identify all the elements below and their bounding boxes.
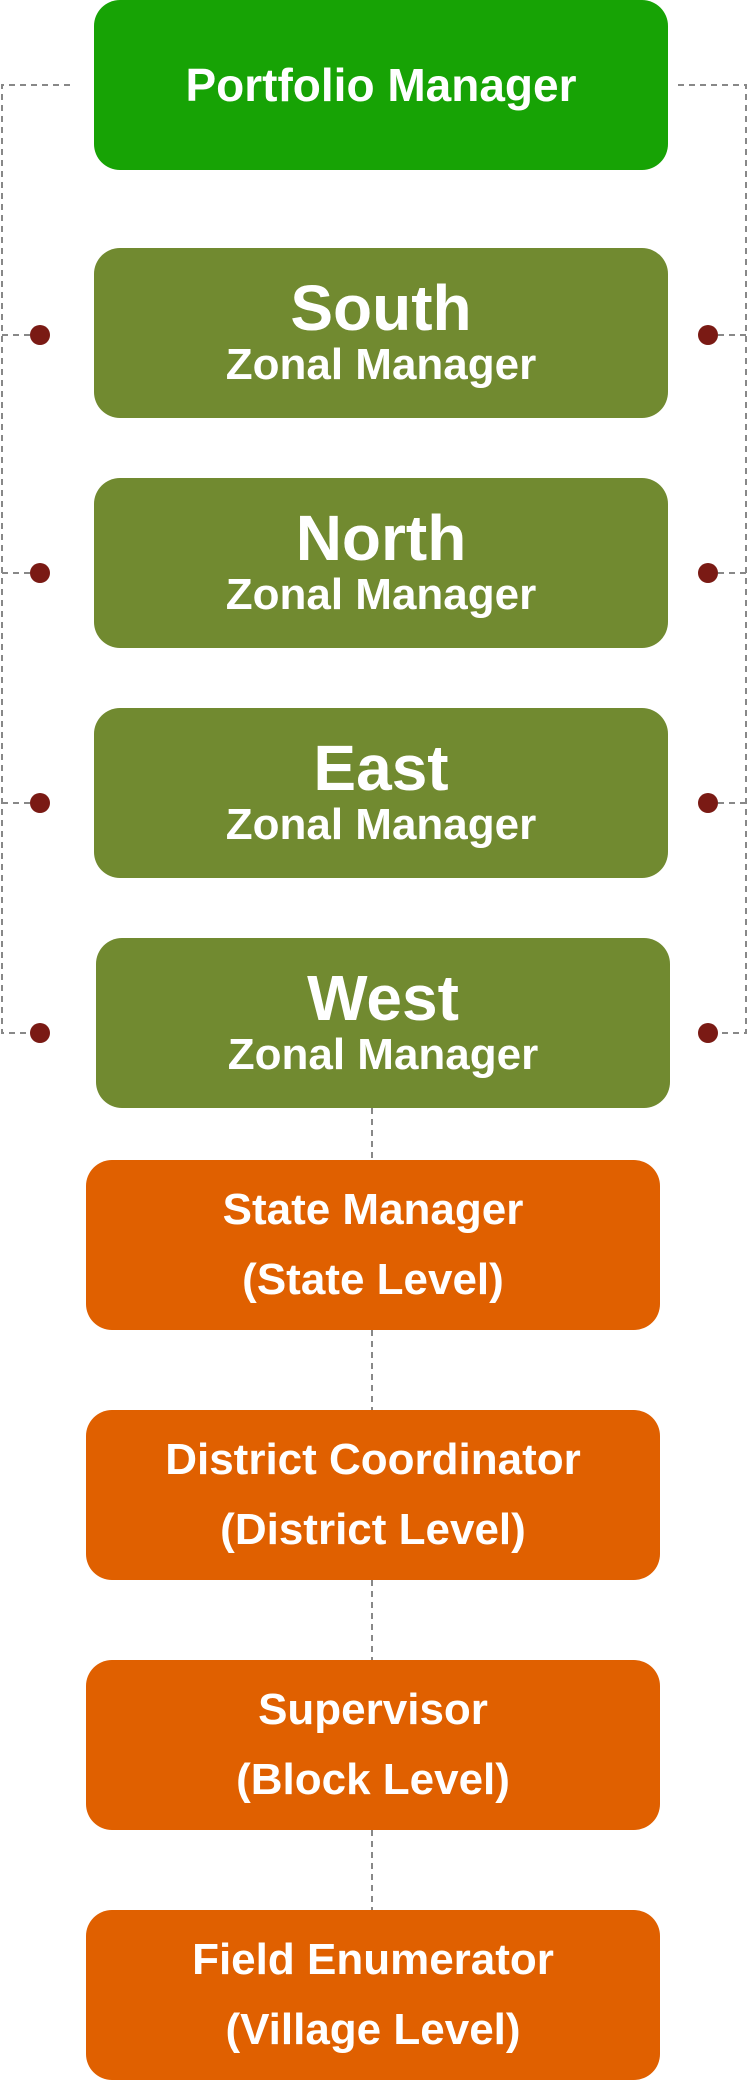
right-dot [698, 1023, 718, 1043]
right-dot [698, 793, 718, 813]
level-title: District Coordinator [165, 1435, 581, 1485]
level-box-village: Field Enumerator (Village Level) [86, 1910, 660, 2080]
zone-region-label: West [307, 961, 459, 1034]
zone-role-label: Zonal Manager [225, 799, 537, 849]
level-title: State Manager [222, 1185, 524, 1235]
level-scope: (Block Level) [236, 1755, 510, 1804]
zone-role-label: Zonal Manager [225, 569, 537, 619]
right-bracket-line [678, 84, 747, 1034]
left-dot [30, 1023, 50, 1043]
left-bracket-line [1, 84, 70, 1034]
level-box-block: Supervisor (Block Level) [86, 1660, 660, 1830]
zone-region-label: North [295, 501, 467, 574]
zone-box-east: East Zonal Manager [94, 708, 668, 878]
left-dot [30, 325, 50, 345]
right-dot [698, 325, 718, 345]
level-scope: (Village Level) [225, 2005, 521, 2054]
zone-region-label: East [313, 731, 449, 804]
zone-region-label: South [290, 271, 472, 344]
zone-box-north: North Zonal Manager [94, 478, 668, 648]
zone-box-west: West Zonal Manager [96, 938, 670, 1108]
right-dot [698, 563, 718, 583]
portfolio-manager-box: Portfolio Manager [94, 0, 668, 170]
level-box-state: State Manager (State Level) [86, 1160, 660, 1330]
left-dot [30, 563, 50, 583]
zone-role-label: Zonal Manager [225, 339, 537, 389]
left-dot [30, 793, 50, 813]
level-scope: (State Level) [242, 1255, 504, 1304]
level-title: Field Enumerator [192, 1935, 554, 1985]
zone-role-label: Zonal Manager [227, 1029, 539, 1079]
portfolio-manager-label: Portfolio Manager [185, 58, 577, 111]
zone-box-south: South Zonal Manager [94, 248, 668, 418]
level-scope: (District Level) [220, 1505, 526, 1554]
level-title: Supervisor [258, 1685, 488, 1735]
level-box-district: District Coordinator (District Level) [86, 1410, 660, 1580]
